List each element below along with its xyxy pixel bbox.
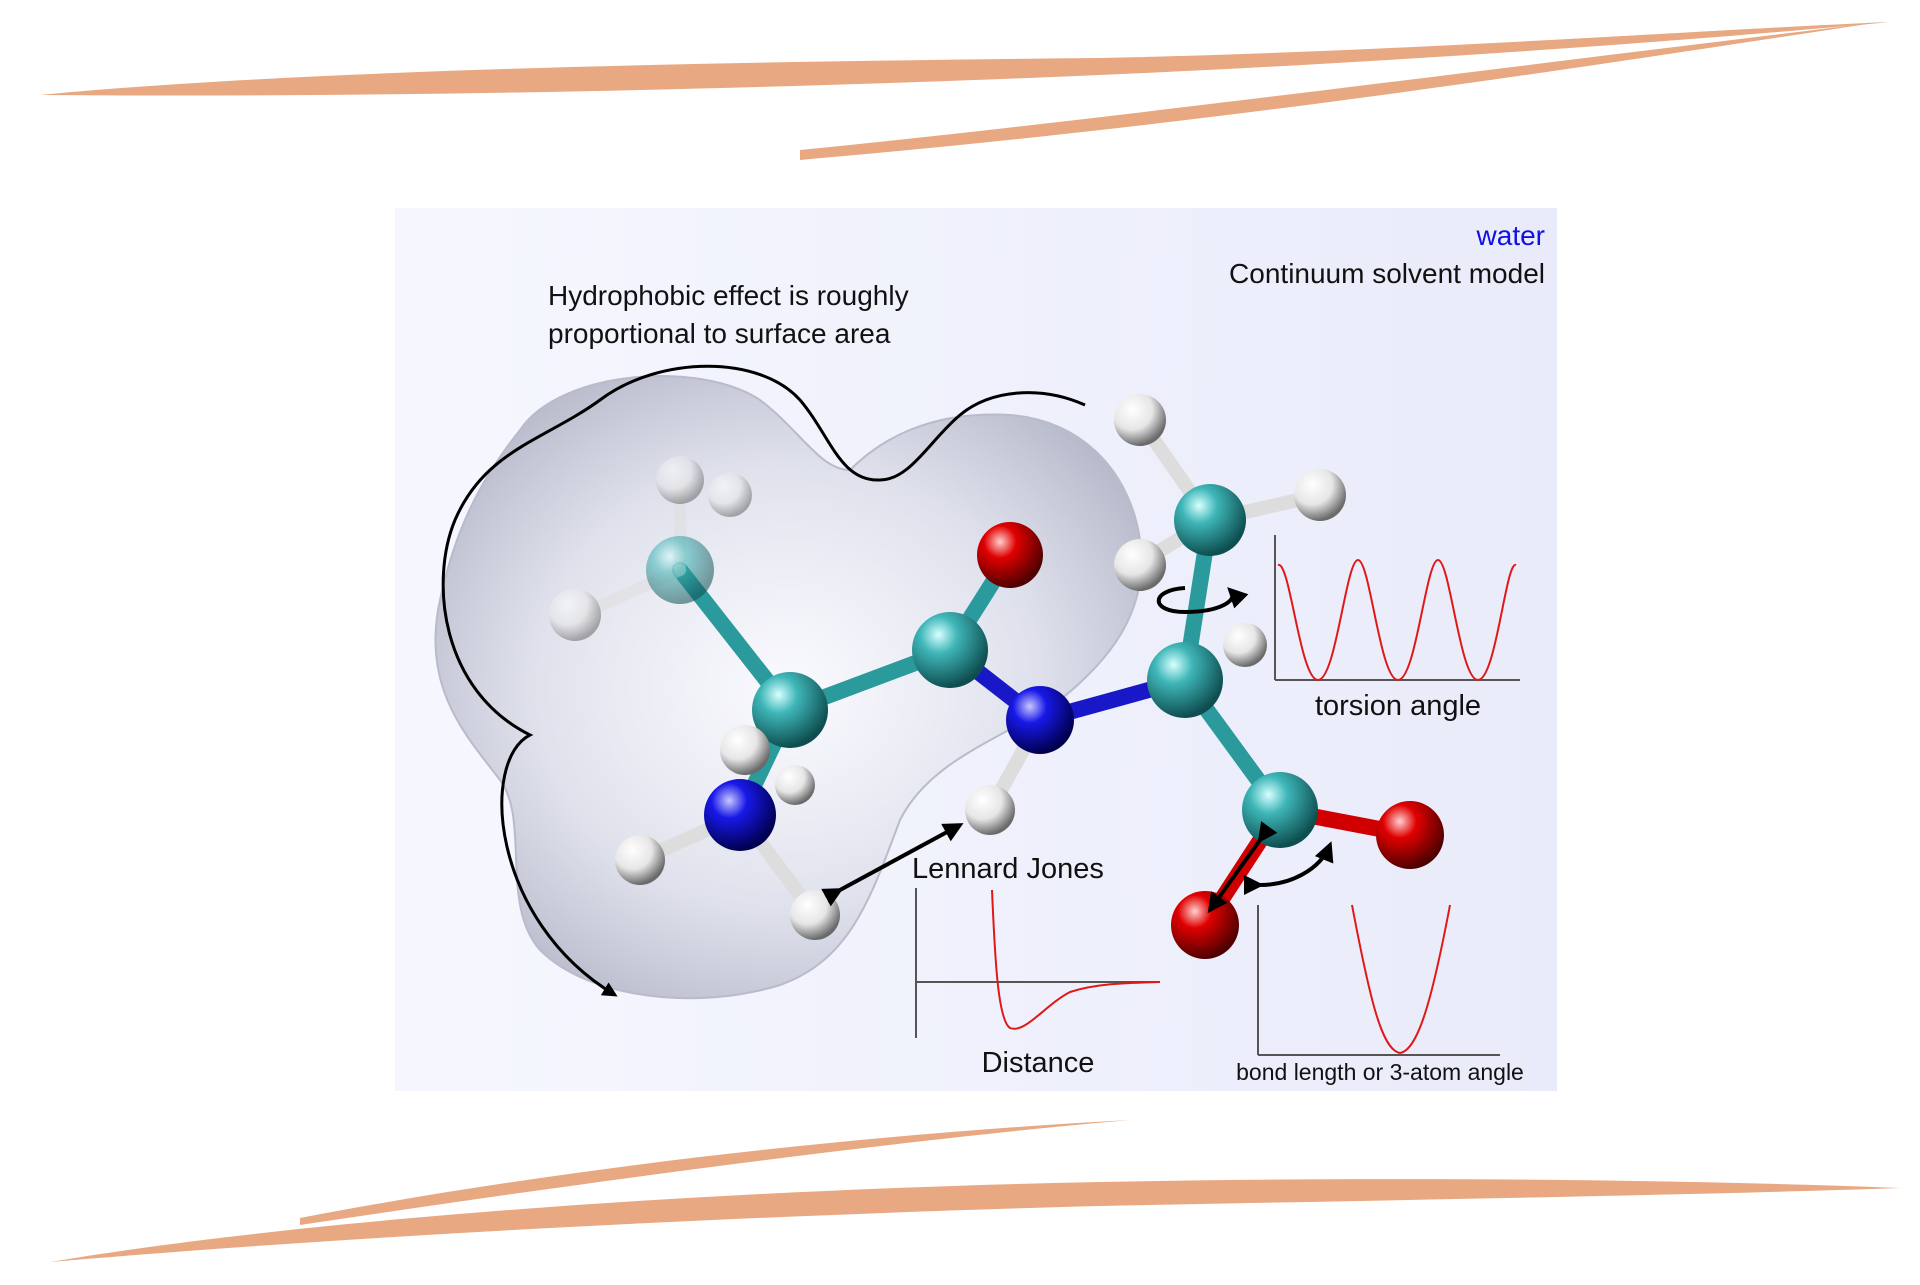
surface-contour-arrow (441, 364, 1086, 997)
solvent-name-label: water (1476, 220, 1545, 251)
atom-ghost-carbon (646, 536, 714, 604)
angle-bend-arrow (1243, 841, 1334, 896)
atom-hydrogen-amine1 (720, 725, 770, 775)
atom-hydrogen-amine3 (790, 890, 840, 940)
lennard-jones-distance-arrow (821, 823, 964, 907)
ghost-methyl (549, 456, 752, 641)
hydrophobic-label-line2: proportional to surface area (548, 318, 891, 349)
brush-stroke-bottom (50, 1120, 1900, 1262)
atom-oxygen-carboxyl2 (1171, 891, 1239, 959)
torsion-plot: torsion angle (1274, 535, 1520, 722)
bond-length-angle-label: bond length or 3-atom angle (1236, 1059, 1524, 1085)
atom-ghost-h3 (549, 589, 601, 641)
atom-ghost-h1 (656, 456, 704, 504)
atoms (615, 394, 1444, 959)
atom-oxygen-carboxyl1 (1376, 801, 1444, 869)
torsion-curve (1277, 558, 1517, 682)
harmonic-curve (1351, 904, 1451, 1055)
torsion-rotation-arrow (1156, 586, 1249, 615)
atom-hydrogen-methyl1 (1114, 394, 1166, 446)
bond-angle-plot: bond length or 3-atom angle (1236, 904, 1524, 1085)
atom-oxygen-carbonyl (977, 522, 1043, 588)
atom-hydrogen-alpha2 (1223, 623, 1267, 667)
hydrophobic-label-line1: Hydrophobic effect is roughly (548, 280, 909, 311)
atom-hydrogen-methyl2 (1294, 469, 1346, 521)
atom-carbon-alpha (752, 672, 828, 748)
solvent-model-label: Continuum solvent model (1229, 258, 1545, 289)
atom-hydrogen-methyl3 (1114, 539, 1166, 591)
atom-carbon-alpha2 (1147, 642, 1223, 718)
atom-nitrogen-amide (1006, 686, 1074, 754)
atom-hydrogen-amide (965, 785, 1015, 835)
brush-stroke-top (40, 22, 1890, 160)
atom-carbon-carboxyl (1242, 772, 1318, 848)
lennard-jones-label: Lennard Jones (912, 853, 1104, 885)
distance-label: Distance (982, 1047, 1095, 1079)
atom-ghost-h2 (708, 473, 752, 517)
lj-curve (991, 889, 1161, 1030)
atom-hydrogen-alpha (775, 765, 815, 805)
atom-carbon-methyl (1174, 484, 1246, 556)
atom-carbon-carbonyl (912, 612, 988, 688)
lennard-jones-plot: Lennard Jones Distance (912, 853, 1161, 1079)
atom-hydrogen-amine2 (615, 835, 665, 885)
torsion-angle-label: torsion angle (1315, 690, 1481, 722)
atom-nitrogen-amine (704, 779, 776, 851)
